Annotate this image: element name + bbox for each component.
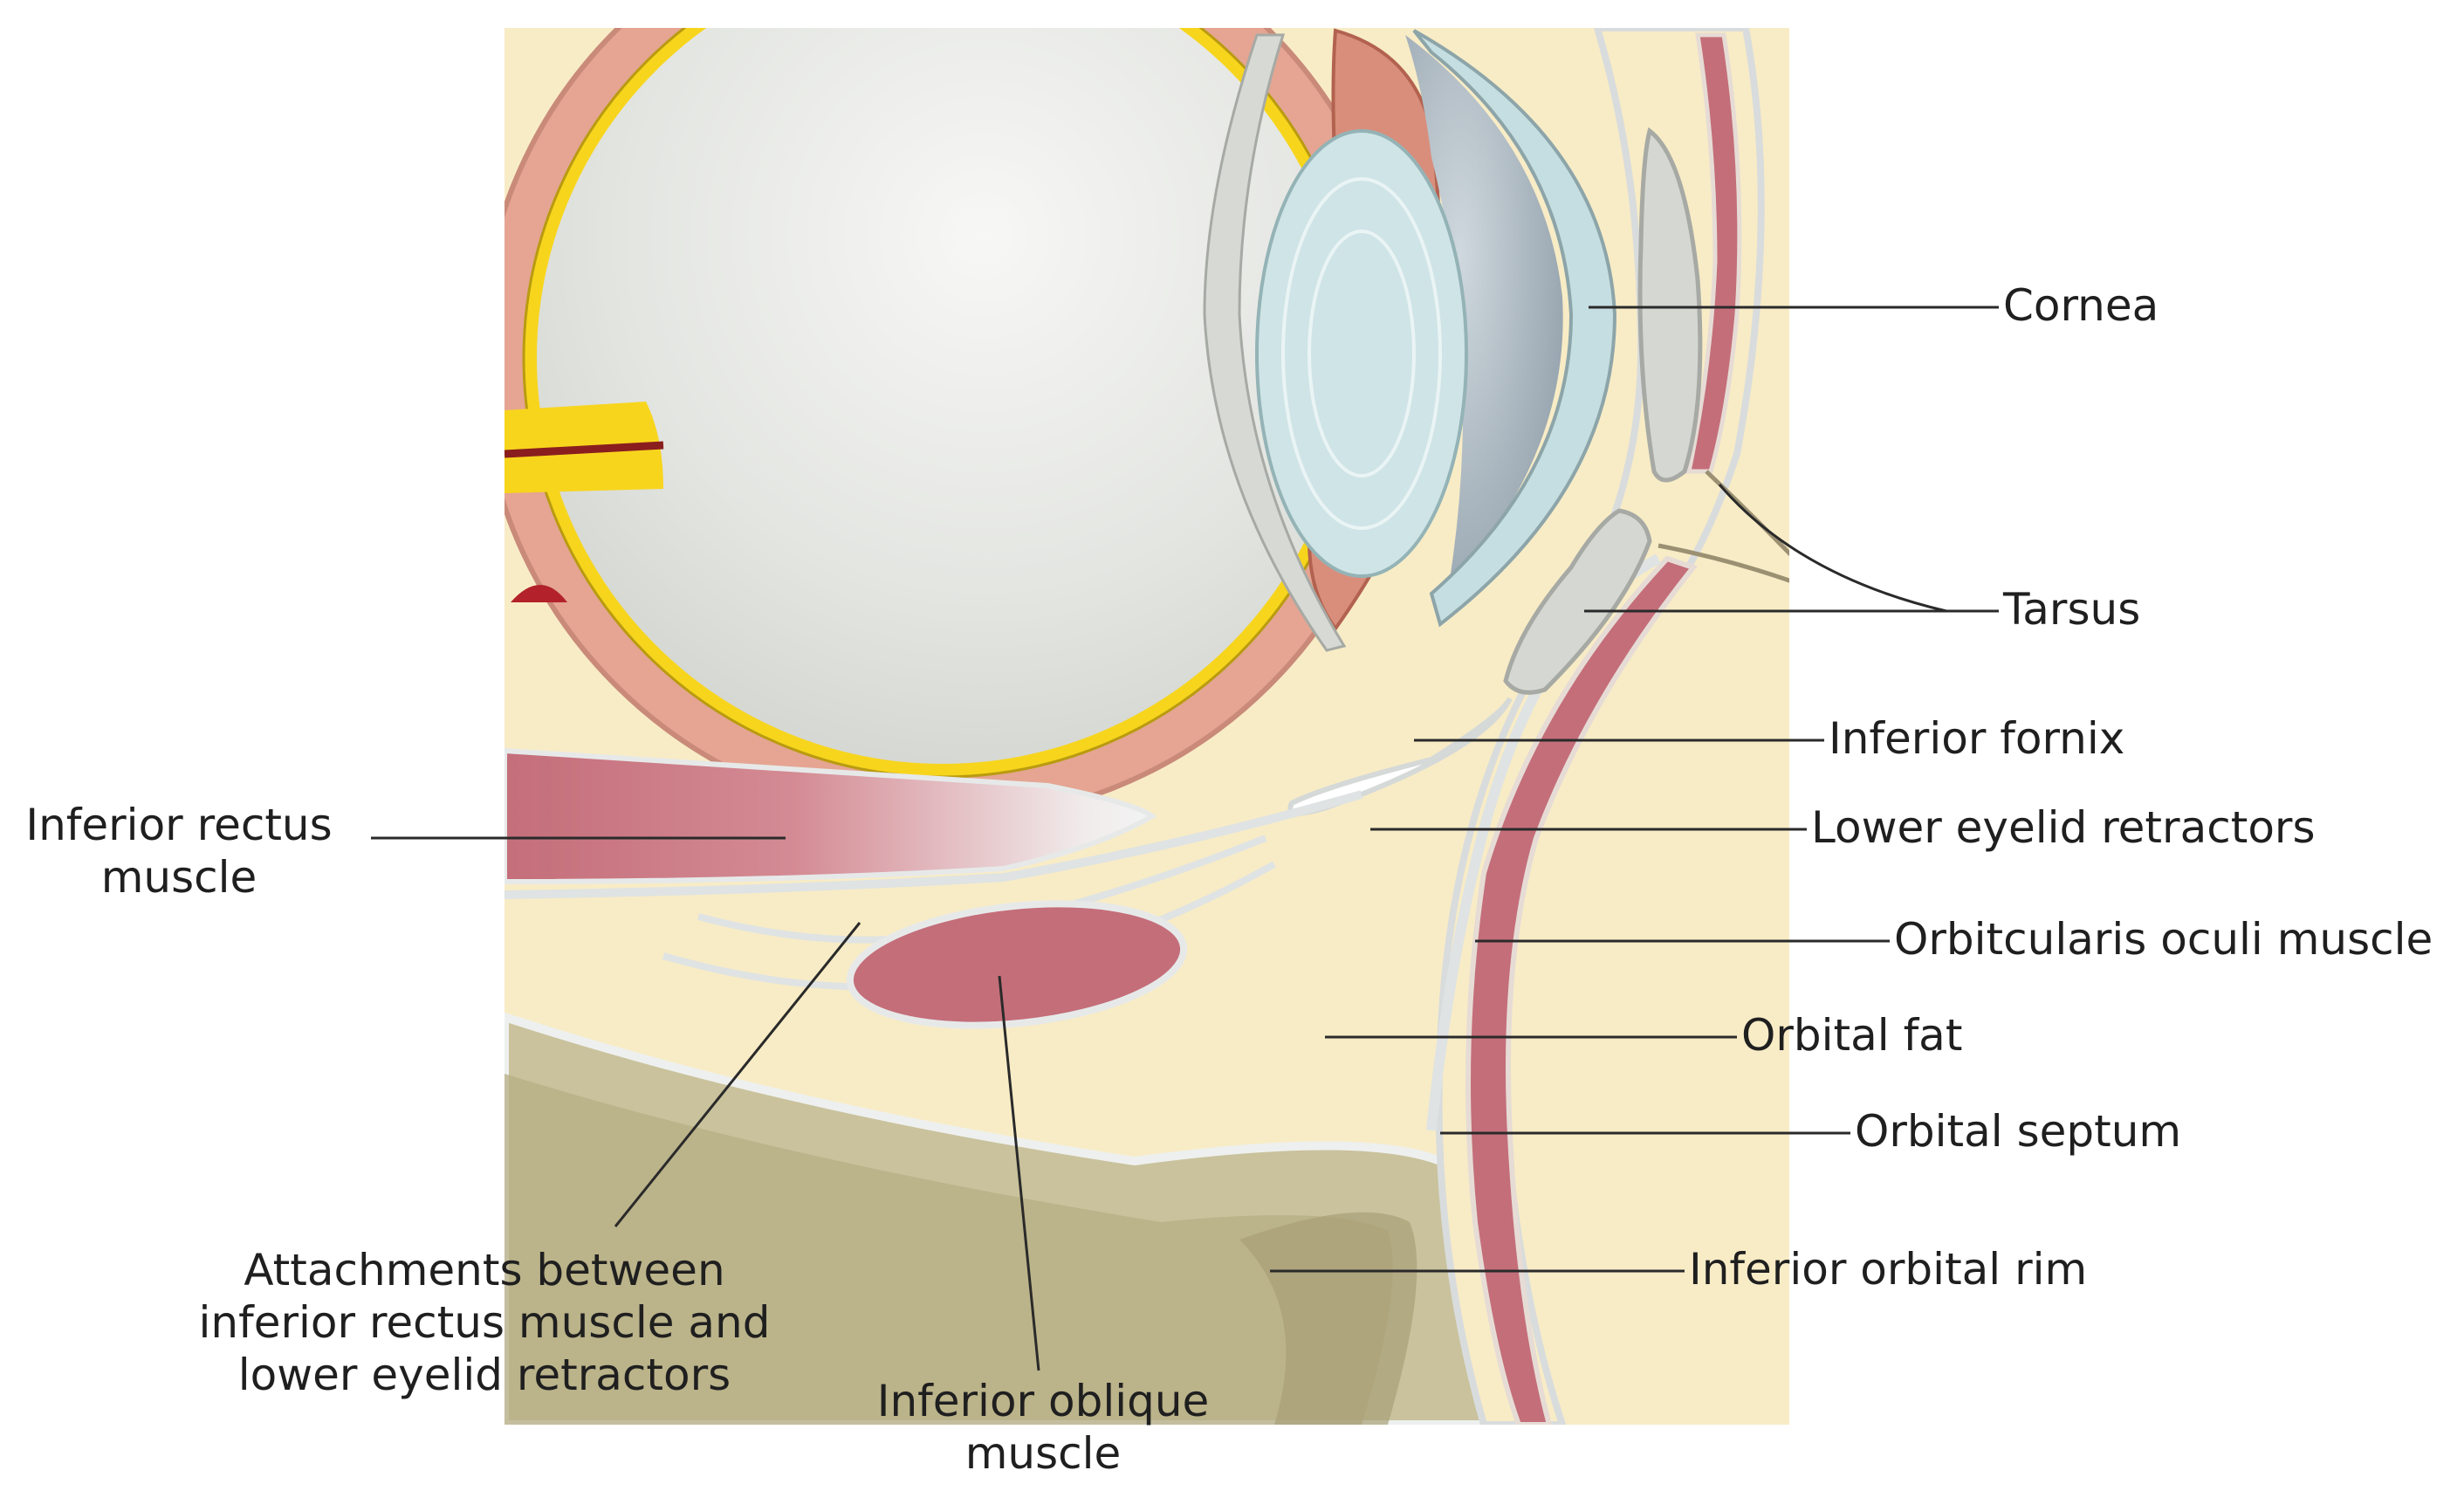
label-orbicularis-oculi-muscle: Orbitcularis oculi muscle — [1894, 914, 2433, 965]
label-inferior-rectus-muscle: Inferior rectus muscle — [25, 799, 332, 904]
leader-attachments — [614, 922, 861, 1227]
anterior-chamber — [1405, 35, 1563, 585]
label-tarsus: Tarsus — [2003, 584, 2141, 635]
leader-lines — [371, 306, 1999, 1371]
label-inferior-oblique-line-1: Inferior oblique — [876, 1376, 1210, 1426]
upper-eyelash — [1705, 470, 1789, 557]
label-inferior-fornix: Inferior fornix — [1829, 713, 2125, 764]
lower-tarsus — [1503, 508, 1652, 695]
cornea-shape — [1412, 29, 1617, 628]
orbicularis-oculi-muscle-shape — [1465, 555, 1699, 1425]
label-inferior-orbital-rim: Inferior orbital rim — [1689, 1244, 2088, 1295]
upper-tarsus — [1637, 127, 1703, 483]
inferior-fornix-shape — [1287, 697, 1513, 816]
label-attachments-line-1: Attachments between — [244, 1245, 725, 1295]
leader-tarsus-lash — [1718, 484, 1947, 613]
label-inferior-oblique-muscle: Inferior oblique muscle — [877, 1375, 1210, 1480]
lower-eyelash — [1658, 543, 1789, 583]
label-orbital-fat: Orbital fat — [1741, 1010, 1963, 1061]
label-inferior-rectus-line-1: Inferior rectus — [25, 800, 333, 850]
label-cornea: Cornea — [2003, 280, 2159, 331]
label-attachments-line-3: lower eyelid retractors — [237, 1350, 731, 1400]
fascial-sheath — [504, 790, 1363, 899]
label-inferior-oblique-line-2: muscle — [964, 1428, 1122, 1479]
lens — [1255, 129, 1468, 578]
vitreous-body — [537, 28, 1349, 764]
label-orbital-septum: Orbital septum — [1855, 1106, 2182, 1157]
blood-vessel — [511, 585, 567, 602]
label-attachments: Attachments between inferior rectus musc… — [199, 1244, 771, 1401]
label-lower-eyelid-retractors: Lower eyelid retractors — [1811, 802, 2316, 853]
inferior-orbital-rim-shape — [1239, 1212, 1417, 1425]
orbital-floor-bone-core — [504, 1074, 1393, 1425]
label-inferior-rectus-line-2: muscle — [100, 852, 257, 903]
leader-inferior-oblique — [998, 975, 1040, 1371]
lens-capsule — [1203, 33, 1347, 652]
label-attachments-line-2: inferior rectus muscle and — [198, 1297, 771, 1348]
upper-lid-orbicularis — [1685, 32, 1742, 474]
inferior-oblique-muscle-shape — [846, 900, 1188, 1029]
inferior-rectus-muscle-shape — [504, 747, 1157, 885]
